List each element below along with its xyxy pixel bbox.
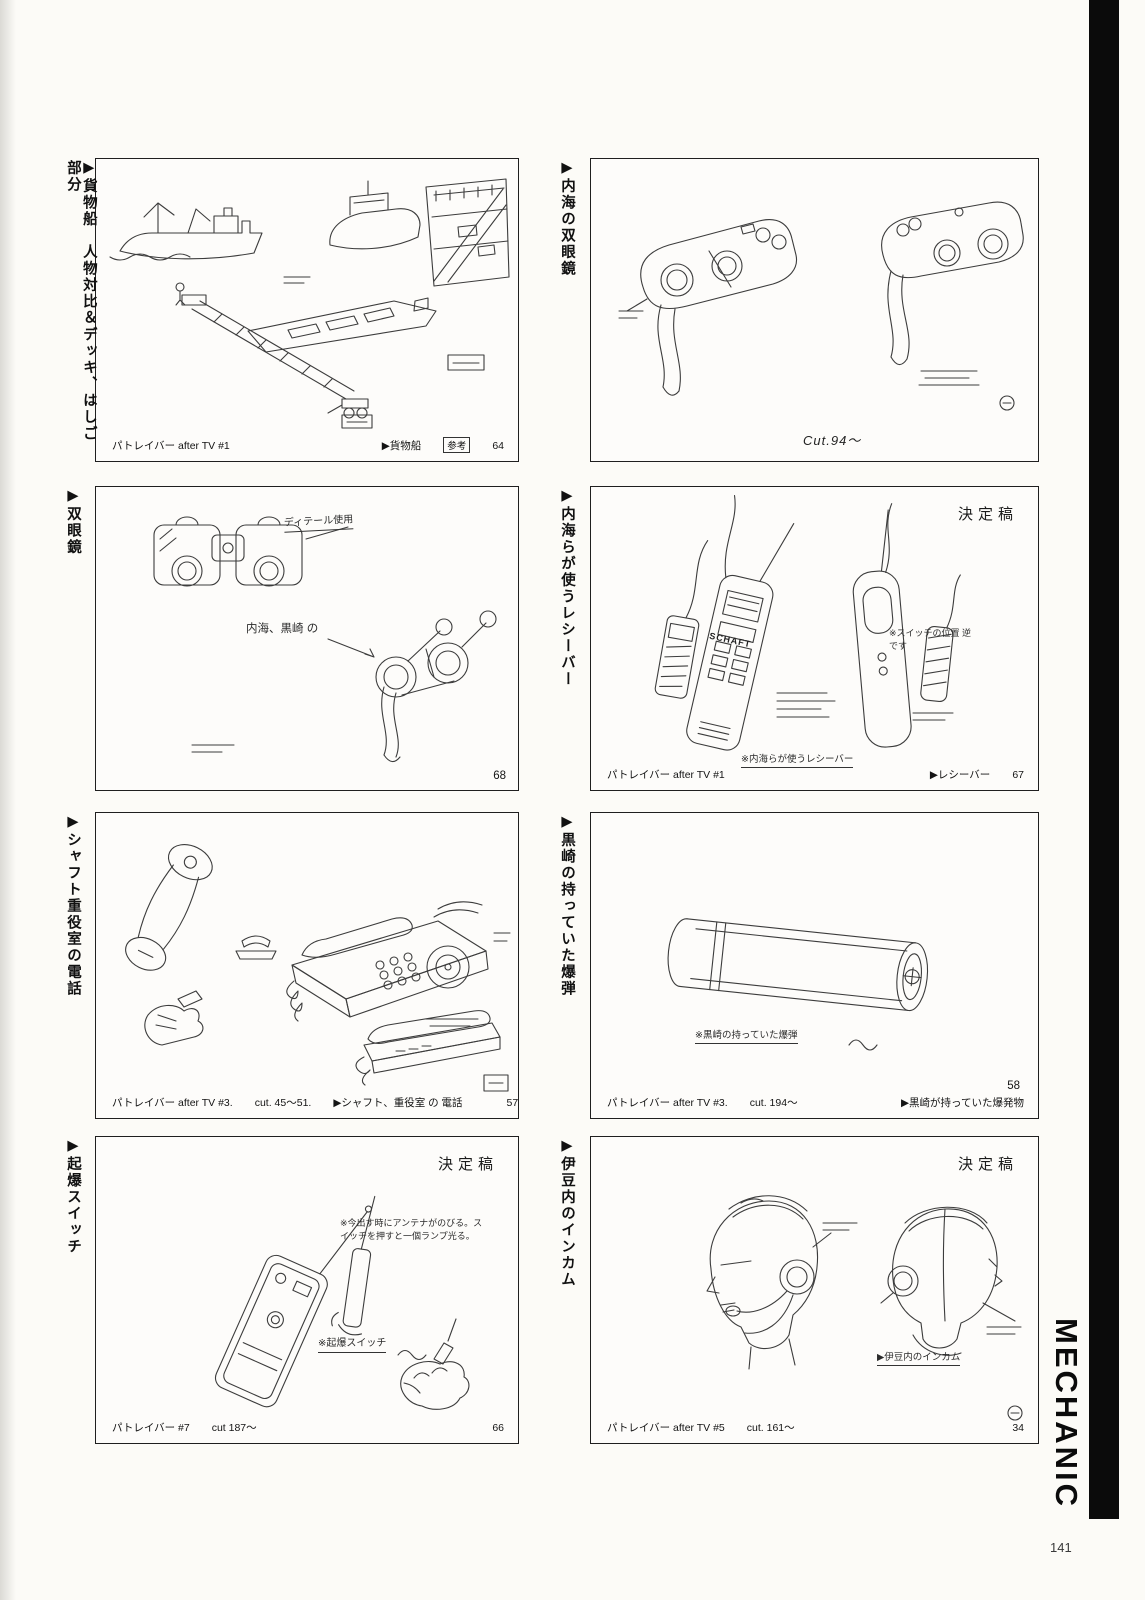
- panel-label-cargo-ship: ▶貨物船 人物対比＆デッキ、はしご部分: [64, 160, 97, 442]
- caption-series: パトレイバー #7: [112, 1422, 190, 1434]
- caption-subject: ▶シャフト、重役室 の 電話: [333, 1097, 463, 1109]
- panel-phone: パトレイバー after TV #3. cut. 45～51. ▶シャフト、重役…: [95, 812, 519, 1119]
- phone-caption: パトレイバー after TV #3. cut. 45～51. ▶シャフト、重役…: [112, 1095, 518, 1110]
- reference-box: 参考: [443, 437, 471, 453]
- panel-incom: 決定稿 ▶伊豆内のインカム パトレイバー after TV #5 cut. 16…: [590, 1136, 1039, 1444]
- panel-label-detonator: ▶起爆スイッチ: [64, 1138, 81, 1255]
- antenna-note: ※今出す時にアンテナがのびる。スイッチを押すと一個ランプ光る。: [340, 1218, 483, 1241]
- panel-utsumi-binoculars: Cut.94～: [590, 158, 1039, 462]
- incom-underline-note: ▶伊豆内のインカム: [877, 1351, 961, 1367]
- bomb-caption: パトレイバー after TV #3. cut. 194～ ▶黒崎が持っていた爆…: [607, 1095, 1024, 1110]
- owner-note: 内海、黒崎 の: [246, 623, 319, 635]
- caption-series: パトレイバー after TV #3.: [607, 1097, 728, 1109]
- switch-note: ※スイッチの位置 逆です: [889, 628, 972, 651]
- panel-label-binoculars: ▶双眼鏡: [64, 488, 81, 556]
- incom-caption: パトレイバー after TV #5 cut. 161～ 34: [607, 1420, 1024, 1435]
- section-title: MECHANIC: [1049, 1318, 1084, 1510]
- sheet-number: 66: [492, 1422, 504, 1434]
- cargo-ship-sketch: [109, 178, 510, 429]
- panel-binoculars: ディテール使用 内海、黒崎 の 68: [95, 486, 519, 791]
- panel-label-incom: ▶伊豆内のインカム: [558, 1138, 575, 1288]
- receiver-caption: パトレイバー after TV #1 ▶レシーバー 67: [607, 767, 1024, 782]
- caption-cut: cut. 194～: [749, 1097, 798, 1109]
- cut-number: Cut.94～: [803, 433, 862, 448]
- panel-label-bomb: ▶黒崎の持っていた爆弾: [558, 814, 575, 997]
- sheet-number: 64: [492, 440, 504, 452]
- caption-subject: ▶黒崎が持っていた爆発物: [900, 1097, 1024, 1109]
- bomb-sketch: [667, 918, 929, 1051]
- panel-detonator: 決定稿 ※今出す時にアンテナがのびる。スイッチを押すと一個ランプ光る。 ※起爆ス…: [95, 1136, 519, 1444]
- sheet-number: 34: [1012, 1422, 1024, 1434]
- detonator-sketch: [214, 1195, 470, 1410]
- sheet-number: 68: [493, 770, 506, 782]
- phone-sketch: [125, 844, 511, 1092]
- panel-label-phone: ▶シャフト重役室の電話: [64, 814, 81, 997]
- caption-cut: cut. 161～: [746, 1422, 795, 1434]
- caption-series: パトレイバー after TV #5: [607, 1422, 725, 1434]
- panel-cargo-ship: パトレイバー after TV #1 ▶貨物船 参考 64: [95, 158, 519, 462]
- binoculars-sketch: [153, 516, 497, 763]
- sheet-number: 57: [506, 1097, 519, 1109]
- caption-cut: cut. 45～51.: [254, 1097, 312, 1109]
- panel-bomb: ※黒崎の持っていた爆弾 58 パトレイバー after TV #3. cut. …: [590, 812, 1039, 1119]
- final-draft-stamp: 決定稿: [957, 1156, 1018, 1173]
- detonator-underline-note: ※起爆スイッチ: [318, 1337, 387, 1353]
- caption-series: パトレイバー after TV #1: [607, 769, 725, 781]
- cargo-ship-caption: パトレイバー after TV #1 ▶貨物船 参考 64: [112, 437, 504, 453]
- page-gutter-shadow: [0, 0, 16, 1600]
- sheet-number: 58: [1007, 1080, 1020, 1092]
- caption-series: パトレイバー after TV #3.: [112, 1097, 233, 1109]
- section-edge-bar: [1089, 0, 1119, 1519]
- caption-cut: cut 187～: [211, 1422, 257, 1434]
- panel-receiver: 決定稿 SCHAFT ※スイッチの位置 逆です ※内海らが使うレシーバー パトレ…: [590, 486, 1039, 791]
- caption-series: パトレイバー after TV #1: [112, 440, 230, 452]
- incom-sketch: [706, 1195, 1023, 1421]
- utsumi-binoculars-sketch: [618, 201, 1024, 411]
- detonator-caption: パトレイバー #7 cut 187～ 66: [112, 1420, 504, 1435]
- caption-subject: ▶貨物船: [381, 440, 422, 452]
- receiver-underline-note: ※内海らが使うレシーバー: [741, 753, 854, 768]
- panel-label-utsumi-binoculars: ▶内海の双眼鏡: [558, 160, 575, 277]
- receiver-sketch: [654, 494, 961, 751]
- sheet-number: 67: [1012, 769, 1024, 781]
- page-number: 141: [1050, 1540, 1072, 1555]
- final-draft-stamp: 決定稿: [957, 506, 1018, 523]
- final-draft-stamp: 決定稿: [437, 1156, 498, 1173]
- bomb-underline-note: ※黒崎の持っていた爆弾: [695, 1029, 798, 1045]
- caption-subject: ▶レシーバー: [929, 769, 991, 781]
- panel-label-receiver: ▶内海らが使うレシーバー: [558, 488, 575, 688]
